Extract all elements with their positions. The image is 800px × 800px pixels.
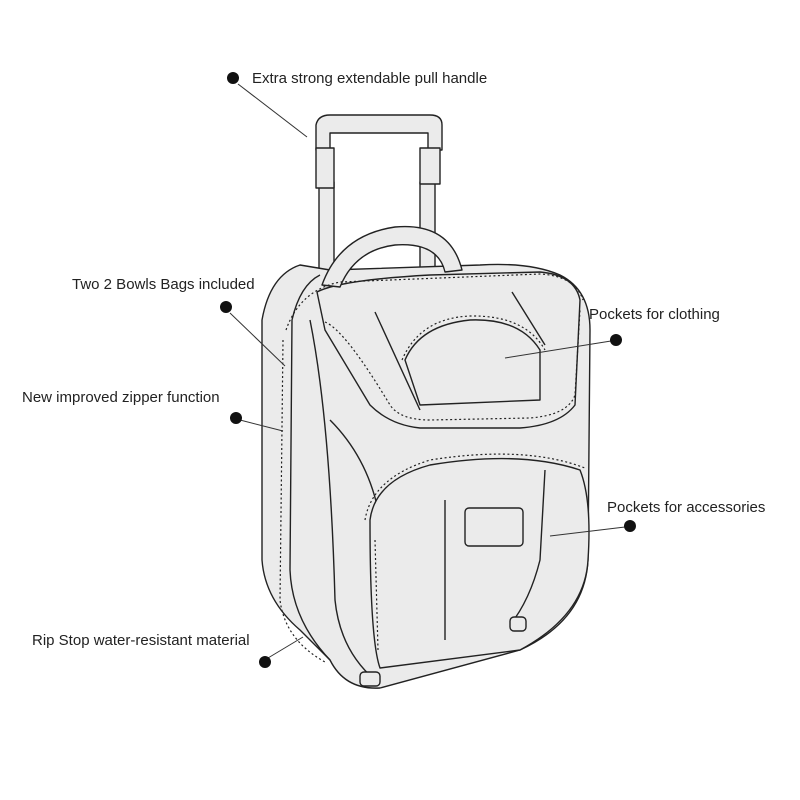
callout-dot — [624, 520, 636, 532]
callout-dot — [227, 72, 239, 84]
callout-dot — [230, 412, 242, 424]
callout-clothing: Pockets for clothing — [589, 306, 720, 323]
callout-dot — [259, 656, 271, 668]
zipper-stitching — [279, 273, 586, 663]
callout-material: Rip Stop water-resistant material — [32, 632, 250, 649]
leader-lines — [229, 83, 626, 659]
callout-accessories: Pockets for accessories — [607, 499, 766, 516]
callout-bowls: Two 2 Bowls Bags included — [72, 276, 255, 293]
callout-dot — [220, 301, 232, 313]
callout-zipper: New improved zipper function — [22, 389, 220, 406]
accessories-pocket — [369, 457, 590, 669]
top-carry-handle — [321, 225, 463, 288]
wheels — [359, 616, 527, 687]
callout-dot — [610, 334, 622, 346]
callout-handle: Extra strong extendable pull handle — [252, 70, 488, 87]
clothing-pocket — [374, 291, 546, 411]
